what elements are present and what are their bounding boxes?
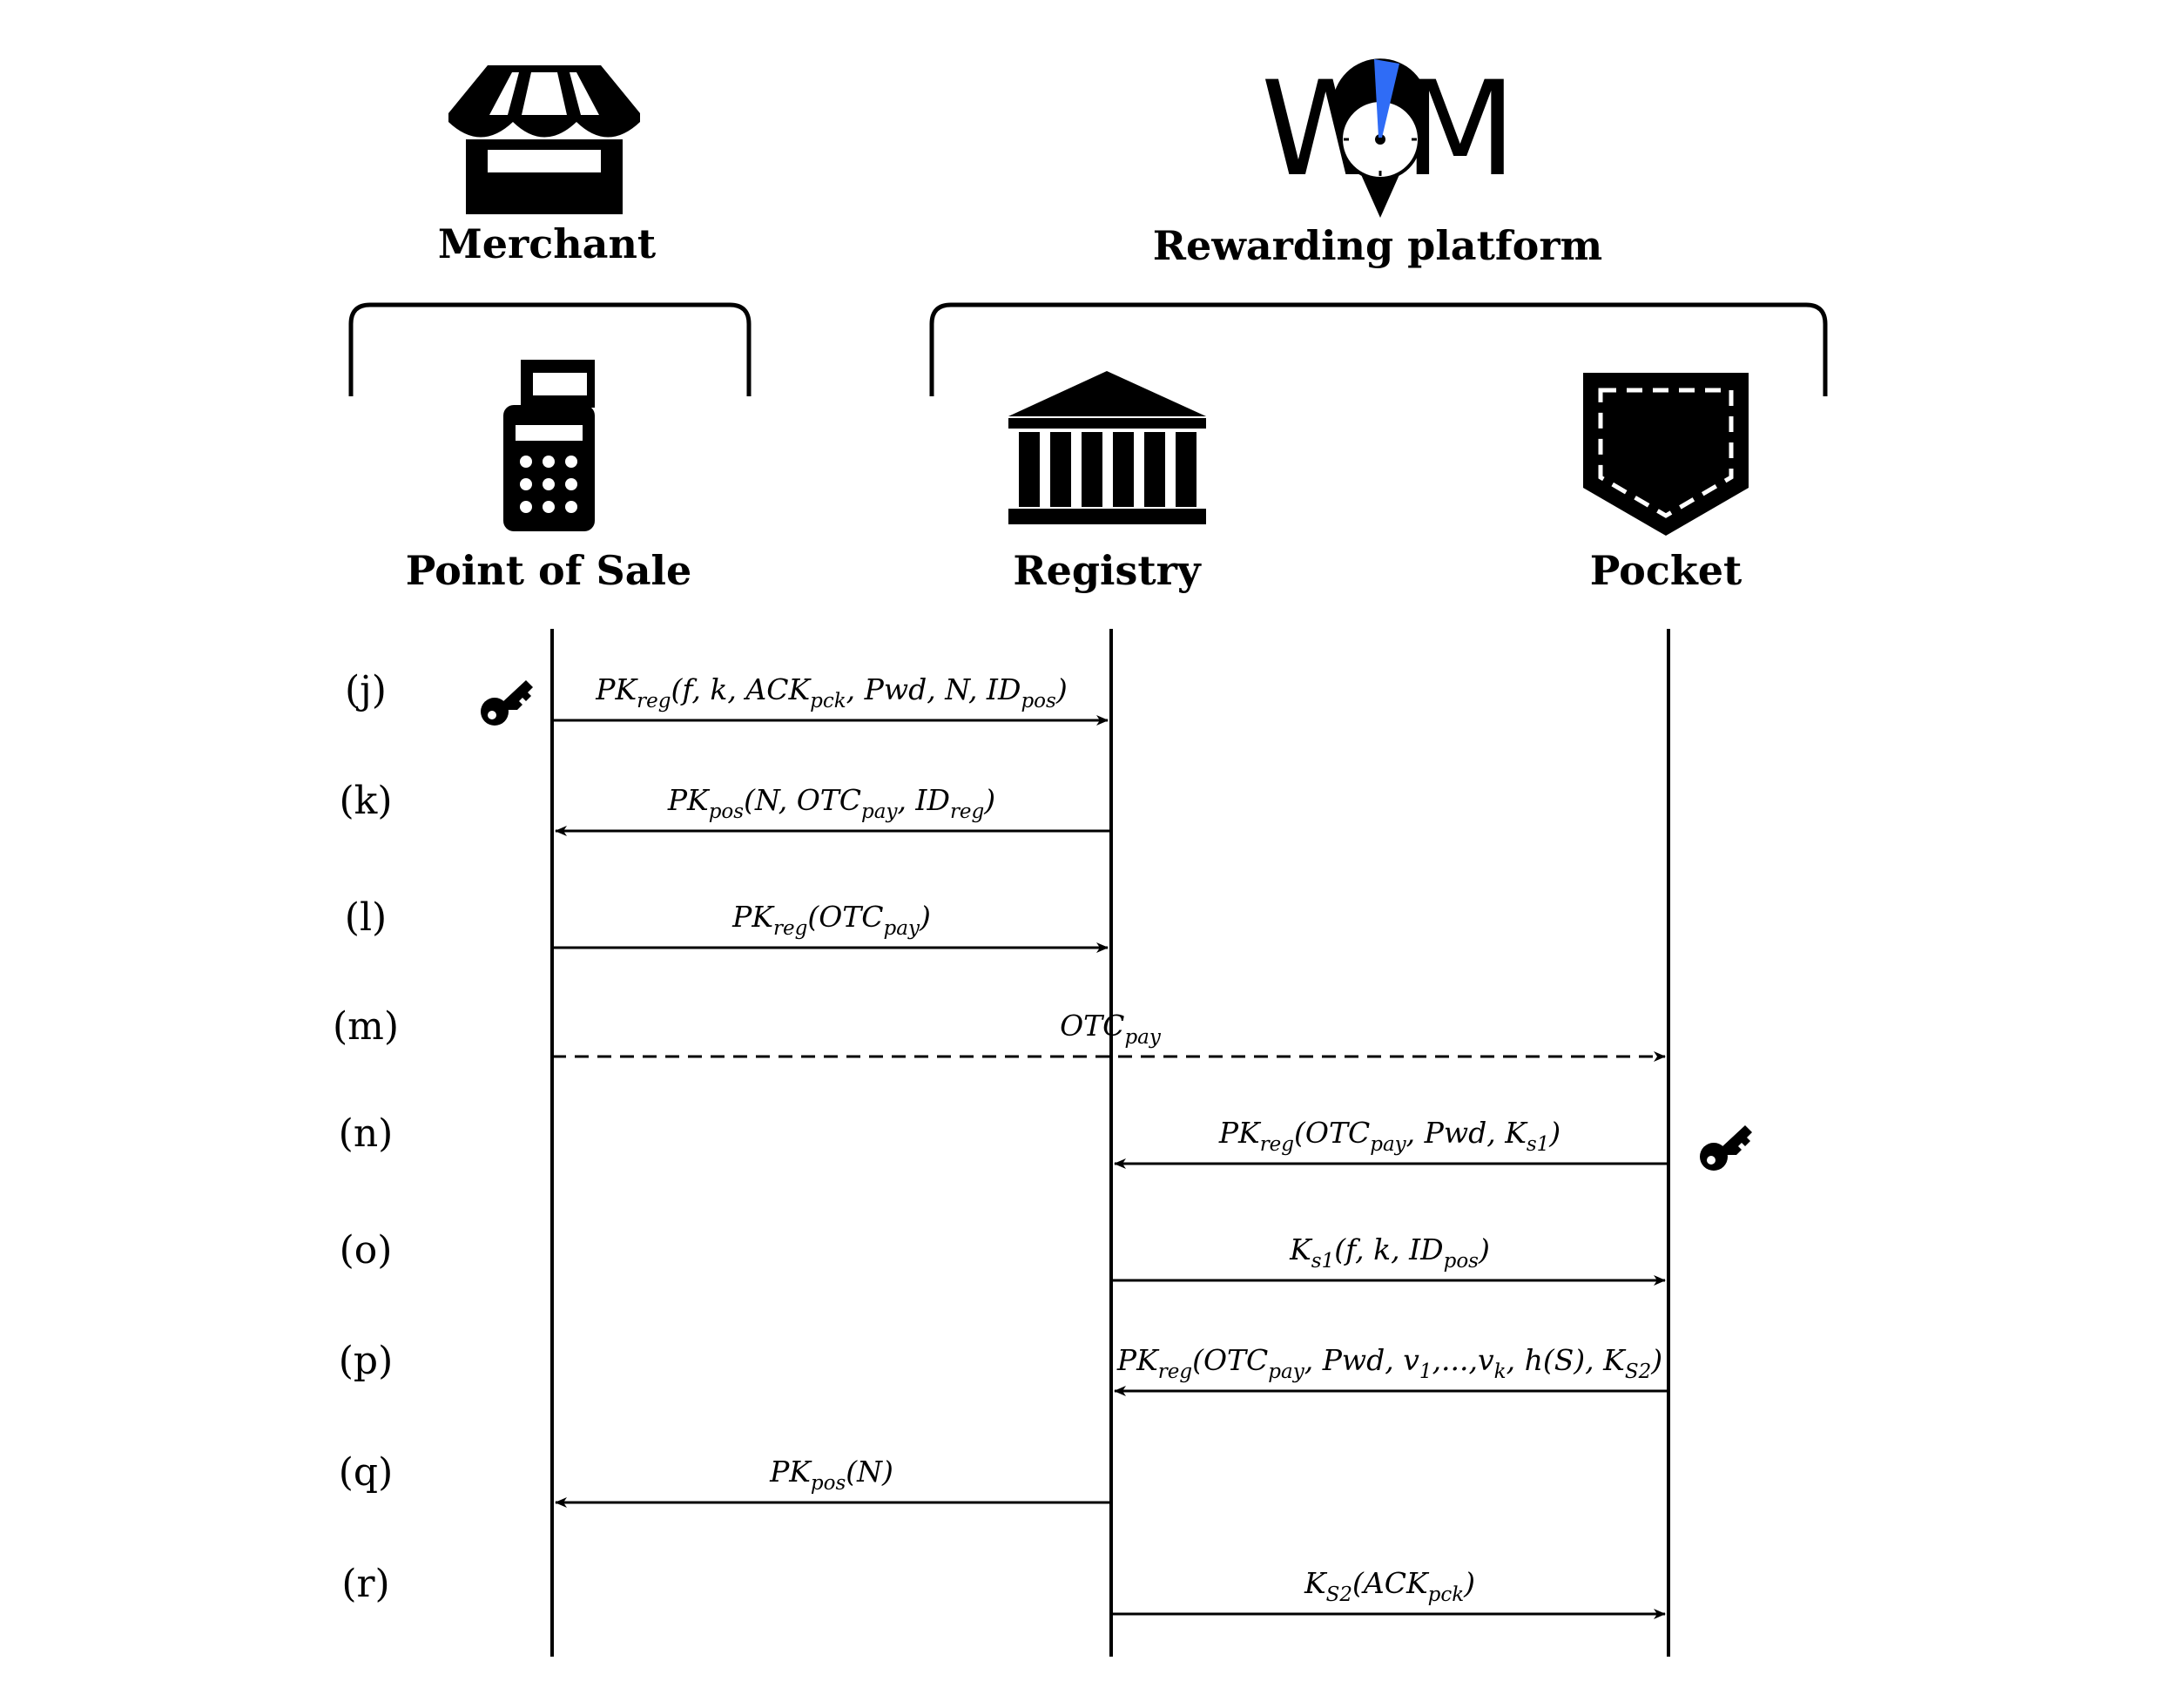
message-text: PK	[595, 672, 638, 706]
message-text: )	[1463, 1566, 1475, 1600]
svg-text:M: M	[1404, 54, 1516, 206]
message-subscript: pay	[861, 800, 898, 823]
storefront-icon	[448, 65, 640, 214]
message-subscript: pck	[810, 690, 846, 712]
message-text: PK	[731, 900, 775, 934]
message-text: ,...,v	[1432, 1343, 1494, 1377]
message-step: (l) PKreg(OTCpay)	[345, 895, 1109, 953]
message-step: (k) PKpos(N, OTCpay, IDreg)	[340, 779, 1111, 836]
message-text: (N)	[846, 1455, 893, 1489]
message-text: (OTC	[1192, 1343, 1268, 1377]
message-subscript: pos	[709, 800, 745, 823]
step-label: (o)	[340, 1228, 393, 1273]
step-label: (n)	[339, 1111, 394, 1156]
message-label: PKpos(N, OTCpay, IDreg)	[667, 783, 995, 823]
message-text: )	[1478, 1232, 1490, 1266]
message-text: (OTC	[1294, 1116, 1370, 1150]
message-text: , Pwd, N, ID	[846, 672, 1021, 706]
message-step: (m) OTCpay	[333, 1004, 1666, 1062]
step-label: (m)	[333, 1004, 399, 1049]
message-steps: (j)PKreg(f, k, ACKpck, Pwd, N, IDpos)(k)…	[333, 668, 1752, 1619]
message-text: (f, k, ACK	[671, 672, 812, 706]
message-text: PK	[667, 783, 711, 817]
merchant-group-bracket	[348, 302, 752, 396]
message-subscript: pos	[1444, 1250, 1480, 1273]
message-text: )	[1548, 1116, 1560, 1150]
message-text: (OTC	[807, 900, 883, 934]
message-subscript: pay	[1124, 1026, 1161, 1049]
message-subscript: 1	[1419, 1361, 1432, 1383]
message-subscript: pck	[1428, 1583, 1465, 1606]
message-step: (q) PKpos(N)	[339, 1450, 1111, 1508]
message-label: PKreg(OTCpay)	[731, 900, 931, 940]
message-text: PK	[1116, 1343, 1160, 1377]
message-subscript: pay	[884, 917, 920, 940]
message-label: OTCpay	[1060, 1009, 1162, 1049]
message-text: K	[1289, 1232, 1313, 1266]
pos-terminal-icon	[503, 360, 595, 531]
message-text: )	[1055, 672, 1068, 706]
message-label: KS2(ACKpck)	[1304, 1566, 1475, 1606]
message-subscript: pos	[1021, 690, 1056, 712]
message-subscript: k	[1494, 1361, 1507, 1383]
wom-logo: W M	[1261, 54, 1516, 218]
step-label: (r)	[341, 1562, 389, 1606]
message-text: (f, k, ID	[1334, 1232, 1443, 1266]
message-text: K	[1304, 1566, 1328, 1600]
bank-building-icon	[1008, 371, 1206, 524]
merchant-group-title: Merchant	[438, 220, 657, 267]
message-subscript: reg	[950, 800, 984, 823]
step-label: (p)	[339, 1339, 394, 1383]
platform-group-bracket	[929, 302, 1828, 396]
message-text: , h(S), K	[1507, 1343, 1628, 1377]
message-subscript: pay	[1370, 1133, 1406, 1156]
message-step: (p) PKreg(OTCpay, Pwd, v1,...,vk, h(S), K…	[339, 1339, 1668, 1396]
step-label: (k)	[340, 779, 393, 823]
message-text: )	[983, 783, 995, 817]
step-label: (l)	[345, 895, 387, 940]
message-subscript: pos	[811, 1472, 846, 1495]
pocket-icon	[1583, 373, 1749, 536]
message-text: )	[919, 900, 931, 934]
message-text: )	[1650, 1343, 1662, 1377]
message-text: PK	[1218, 1116, 1262, 1150]
message-text: OTC	[1060, 1009, 1124, 1043]
platform-group-title: Rewarding platform	[1153, 222, 1602, 269]
actor-label-registry: Registry	[1013, 547, 1202, 594]
step-label: (j)	[345, 668, 387, 712]
actor-label-pocket: Pocket	[1590, 547, 1742, 594]
message-subscript: reg	[1260, 1133, 1294, 1156]
message-step: (n) PKreg(OTCpay, Pwd, Ks1)	[339, 1111, 1752, 1171]
message-subscript: pay	[1268, 1361, 1304, 1383]
message-step: (o) Ks1(f, k, IDpos)	[340, 1228, 1666, 1286]
message-step: (j) PKreg(f, k, ACKpck, Pwd, N, IDpos)	[345, 668, 1109, 726]
message-text: (N, OTC	[744, 783, 861, 817]
message-text: , Pwd, K	[1406, 1116, 1529, 1150]
message-text: , Pwd, v	[1304, 1343, 1420, 1377]
key-icon	[481, 680, 533, 726]
key-icon	[1700, 1125, 1752, 1171]
message-subscript: reg	[637, 690, 671, 712]
actor-label-pos: Point of Sale	[406, 547, 691, 594]
message-subscript: reg	[1158, 1361, 1192, 1383]
message-label: PKreg(f, k, ACKpck, Pwd, N, IDpos)	[595, 672, 1067, 712]
message-label: PKpos(N)	[769, 1455, 893, 1495]
message-text: (ACK	[1352, 1566, 1430, 1600]
message-label: PKreg(OTCpay, Pwd, Ks1)	[1218, 1116, 1560, 1156]
message-text: PK	[769, 1455, 812, 1489]
message-subscript: s1	[1527, 1133, 1549, 1156]
step-label: (q)	[339, 1450, 394, 1495]
message-label: Ks1(f, k, IDpos)	[1289, 1232, 1490, 1273]
message-label: PKreg(OTCpay, Pwd, v1,...,vk, h(S), KS2)	[1116, 1343, 1662, 1383]
message-subscript: s1	[1311, 1250, 1334, 1273]
message-subscript: S2	[1625, 1361, 1651, 1383]
message-subscript: reg	[773, 917, 807, 940]
message-text: , ID	[897, 783, 949, 817]
message-step: (r) KS2(ACKpck)	[341, 1562, 1666, 1619]
message-subscript: S2	[1326, 1583, 1352, 1606]
